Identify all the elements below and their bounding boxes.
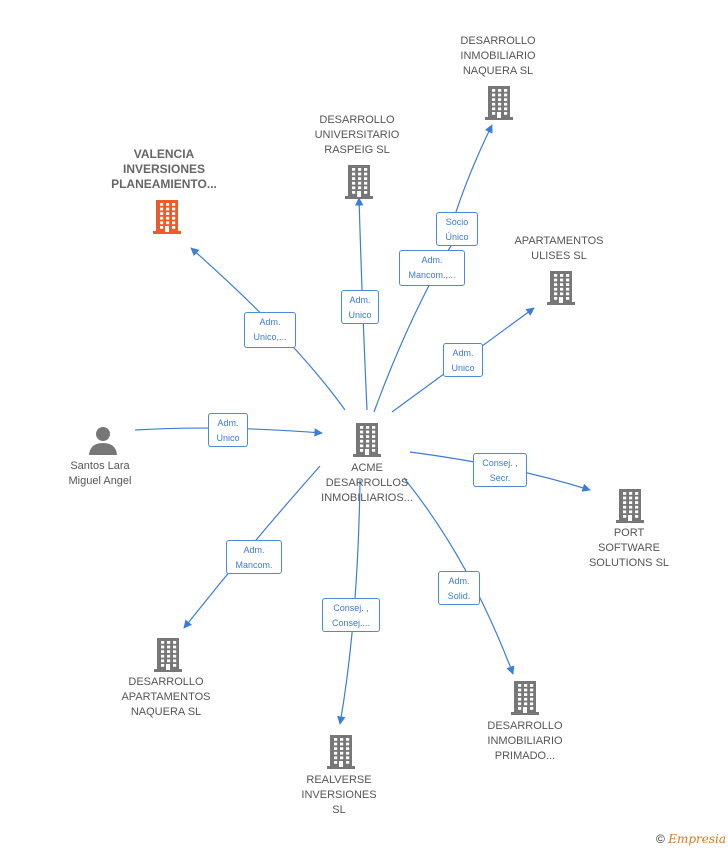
edge-acme-to-ulises xyxy=(373,217,469,413)
building-icon[interactable] xyxy=(484,86,514,125)
building-icon[interactable] xyxy=(344,165,374,204)
node-label[interactable]: APARTAMENTOS ULISES SL xyxy=(514,235,604,262)
building-icon[interactable] xyxy=(352,423,382,462)
node-label[interactable]: REALVERSE INVERSIONES SL xyxy=(301,774,377,816)
edge-acme-to-primado xyxy=(403,477,515,675)
node-label[interactable]: ACME DESARROLLOS INMOBILIARIOS... xyxy=(321,462,413,504)
building-icon[interactable] xyxy=(510,681,540,720)
building-icon[interactable] xyxy=(326,735,356,774)
node-label[interactable]: DESARROLLO APARTAMENTOS NAQUERA SL xyxy=(121,676,211,718)
person-icon[interactable] xyxy=(88,425,118,460)
node-label[interactable]: Santos Lara Miguel Angel xyxy=(68,460,132,487)
edge-role-label[interactable]: Adm. Unico xyxy=(443,343,483,377)
building-icon[interactable] xyxy=(615,489,645,528)
node-label[interactable]: DESARROLLO INMOBILIARIO PRIMADO... xyxy=(487,720,563,762)
edge-role-label[interactable]: Adm. Unico xyxy=(208,413,248,447)
footer: © Empresia xyxy=(656,832,726,846)
edge-role-label[interactable]: Adm. Unico xyxy=(341,290,379,324)
node-label[interactable]: DESARROLLO UNIVERSITARIO RASPEIG SL xyxy=(314,114,400,156)
node-label[interactable]: VALENCIA INVERSIONES PLANEAMIENTO... xyxy=(111,147,217,191)
node-label[interactable]: DESARROLLO INMOBILIARIO NAQUERA SL xyxy=(460,35,536,77)
building-icon[interactable] xyxy=(546,271,576,310)
edge-role-label[interactable]: Adm. Solid. xyxy=(438,571,480,605)
edge-role-label[interactable]: Consej. , Secr. xyxy=(473,453,527,487)
edge-role-label[interactable]: Socio Único xyxy=(436,212,478,246)
edge-raspeig-to-naquera_top xyxy=(455,124,493,213)
building-icon[interactable] xyxy=(153,638,183,677)
edge-role-label[interactable]: Adm. Mancom. xyxy=(226,540,282,574)
edge-role-label[interactable]: Adm. Mancom.,... xyxy=(399,250,465,286)
node-label[interactable]: PORT SOFTWARE SOLUTIONS SL xyxy=(588,527,670,569)
building-icon[interactable] xyxy=(152,200,182,239)
copyright-symbol: © xyxy=(656,832,665,846)
brand-logo[interactable]: Empresia xyxy=(668,832,726,846)
edge-role-label[interactable]: Adm. Unico,... xyxy=(244,312,296,348)
edge-role-label[interactable]: Consej. , Consej.... xyxy=(322,598,380,632)
